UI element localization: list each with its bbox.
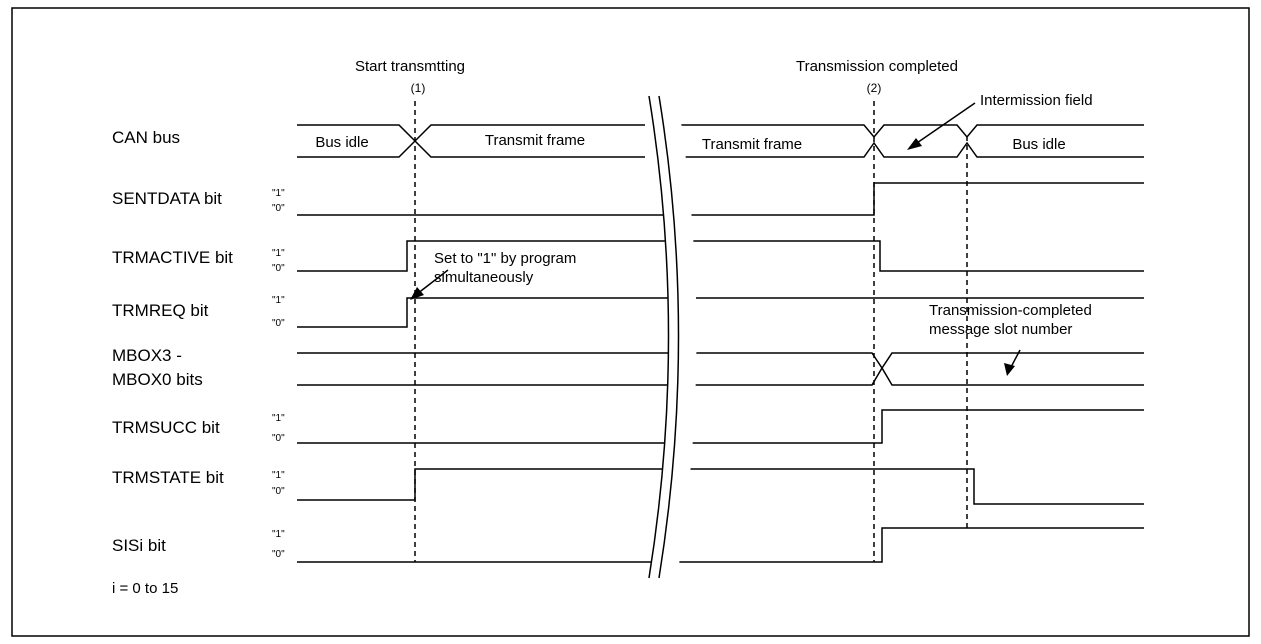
trmreq-waveform xyxy=(297,297,1144,328)
level-markers: "1" "0" "1" "0" "1" "0" "1" "0" "1" "0" … xyxy=(272,188,285,560)
slot-number-arrowhead xyxy=(1004,363,1015,376)
footnote: i = 0 to 15 xyxy=(112,580,178,597)
trmreq-low-level: "0" xyxy=(272,318,285,329)
break-fill xyxy=(649,96,697,578)
intermission-arrowhead xyxy=(907,138,922,150)
start-transmitting-label: Start transmtting xyxy=(355,58,465,75)
diagram-border xyxy=(11,7,1250,637)
can-bus-label: CAN bus xyxy=(112,128,180,147)
annotation-arrows xyxy=(410,102,1021,376)
mbox-label-line1: MBOX3 - xyxy=(112,346,182,365)
sisi-low-level: "0" xyxy=(272,549,285,560)
sentdata-low-level: "0" xyxy=(272,203,285,214)
slot-number-line1: Transmission-completed xyxy=(929,302,1092,319)
set-by-program-line2: simultaneously xyxy=(434,269,534,286)
trmactive-high-level: "1" xyxy=(272,248,285,259)
transmit-frame-right-label: Transmit frame xyxy=(702,136,802,153)
trmactive-low-level: "0" xyxy=(272,263,285,274)
break-line-right xyxy=(658,95,680,579)
trmsucc-high-level: "1" xyxy=(272,413,285,424)
intermission-arrow-shaft xyxy=(913,102,976,146)
can-bus-lower-right xyxy=(675,141,1144,158)
time-break-mark xyxy=(648,95,697,579)
sisi-high-level: "1" xyxy=(272,529,285,540)
can-bus-lower-left xyxy=(297,139,645,158)
trmsucc-label: TRMSUCC bit xyxy=(112,418,220,437)
transmit-frame-left-label: Transmit frame xyxy=(485,132,585,149)
trmactive-waveform xyxy=(297,240,1144,272)
trmstate-high-level: "1" xyxy=(272,470,285,481)
mbox-label-line2: MBOX0 bits xyxy=(112,370,203,389)
sisi-label: SISi bit xyxy=(112,536,166,555)
trmstate-label: TRMSTATE bit xyxy=(112,468,224,487)
set-by-program-arrow-shaft xyxy=(416,269,449,295)
sentdata-waveform xyxy=(297,182,1144,216)
transmission-completed-label: Transmission completed xyxy=(796,58,958,75)
sisi-waveform xyxy=(297,527,1144,563)
sentdata-label: SENTDATA bit xyxy=(112,189,222,208)
trmstate-waveform xyxy=(297,468,1144,505)
bus-idle-right-label: Bus idle xyxy=(1012,136,1065,153)
intermission-field-label: Intermission field xyxy=(980,92,1093,109)
break-line-left xyxy=(648,95,670,579)
start-number-label: (1) xyxy=(411,81,426,95)
trmsucc-waveform xyxy=(297,409,1144,444)
slot-number-line2: message slot number xyxy=(929,321,1072,338)
complete-number-label: (2) xyxy=(867,81,882,95)
set-by-program-arrowhead xyxy=(410,287,424,300)
bus-idle-left-label: Bus idle xyxy=(315,134,368,151)
reference-lines xyxy=(414,101,968,562)
trmsucc-low-level: "0" xyxy=(272,433,285,444)
trmreq-high-level: "1" xyxy=(272,295,285,306)
set-by-program-line1: Set to "1" by program xyxy=(434,250,576,267)
trmstate-low-level: "0" xyxy=(272,486,285,497)
sentdata-high-level: "1" xyxy=(272,188,285,199)
trmactive-label: TRMACTIVE bit xyxy=(112,248,233,267)
trmreq-label: TRMREQ bit xyxy=(112,301,209,320)
can-bus-upper-right xyxy=(675,124,1144,139)
signal-labels: CAN bus SENTDATA bit TRMACTIVE bit TRMRE… xyxy=(112,128,233,597)
